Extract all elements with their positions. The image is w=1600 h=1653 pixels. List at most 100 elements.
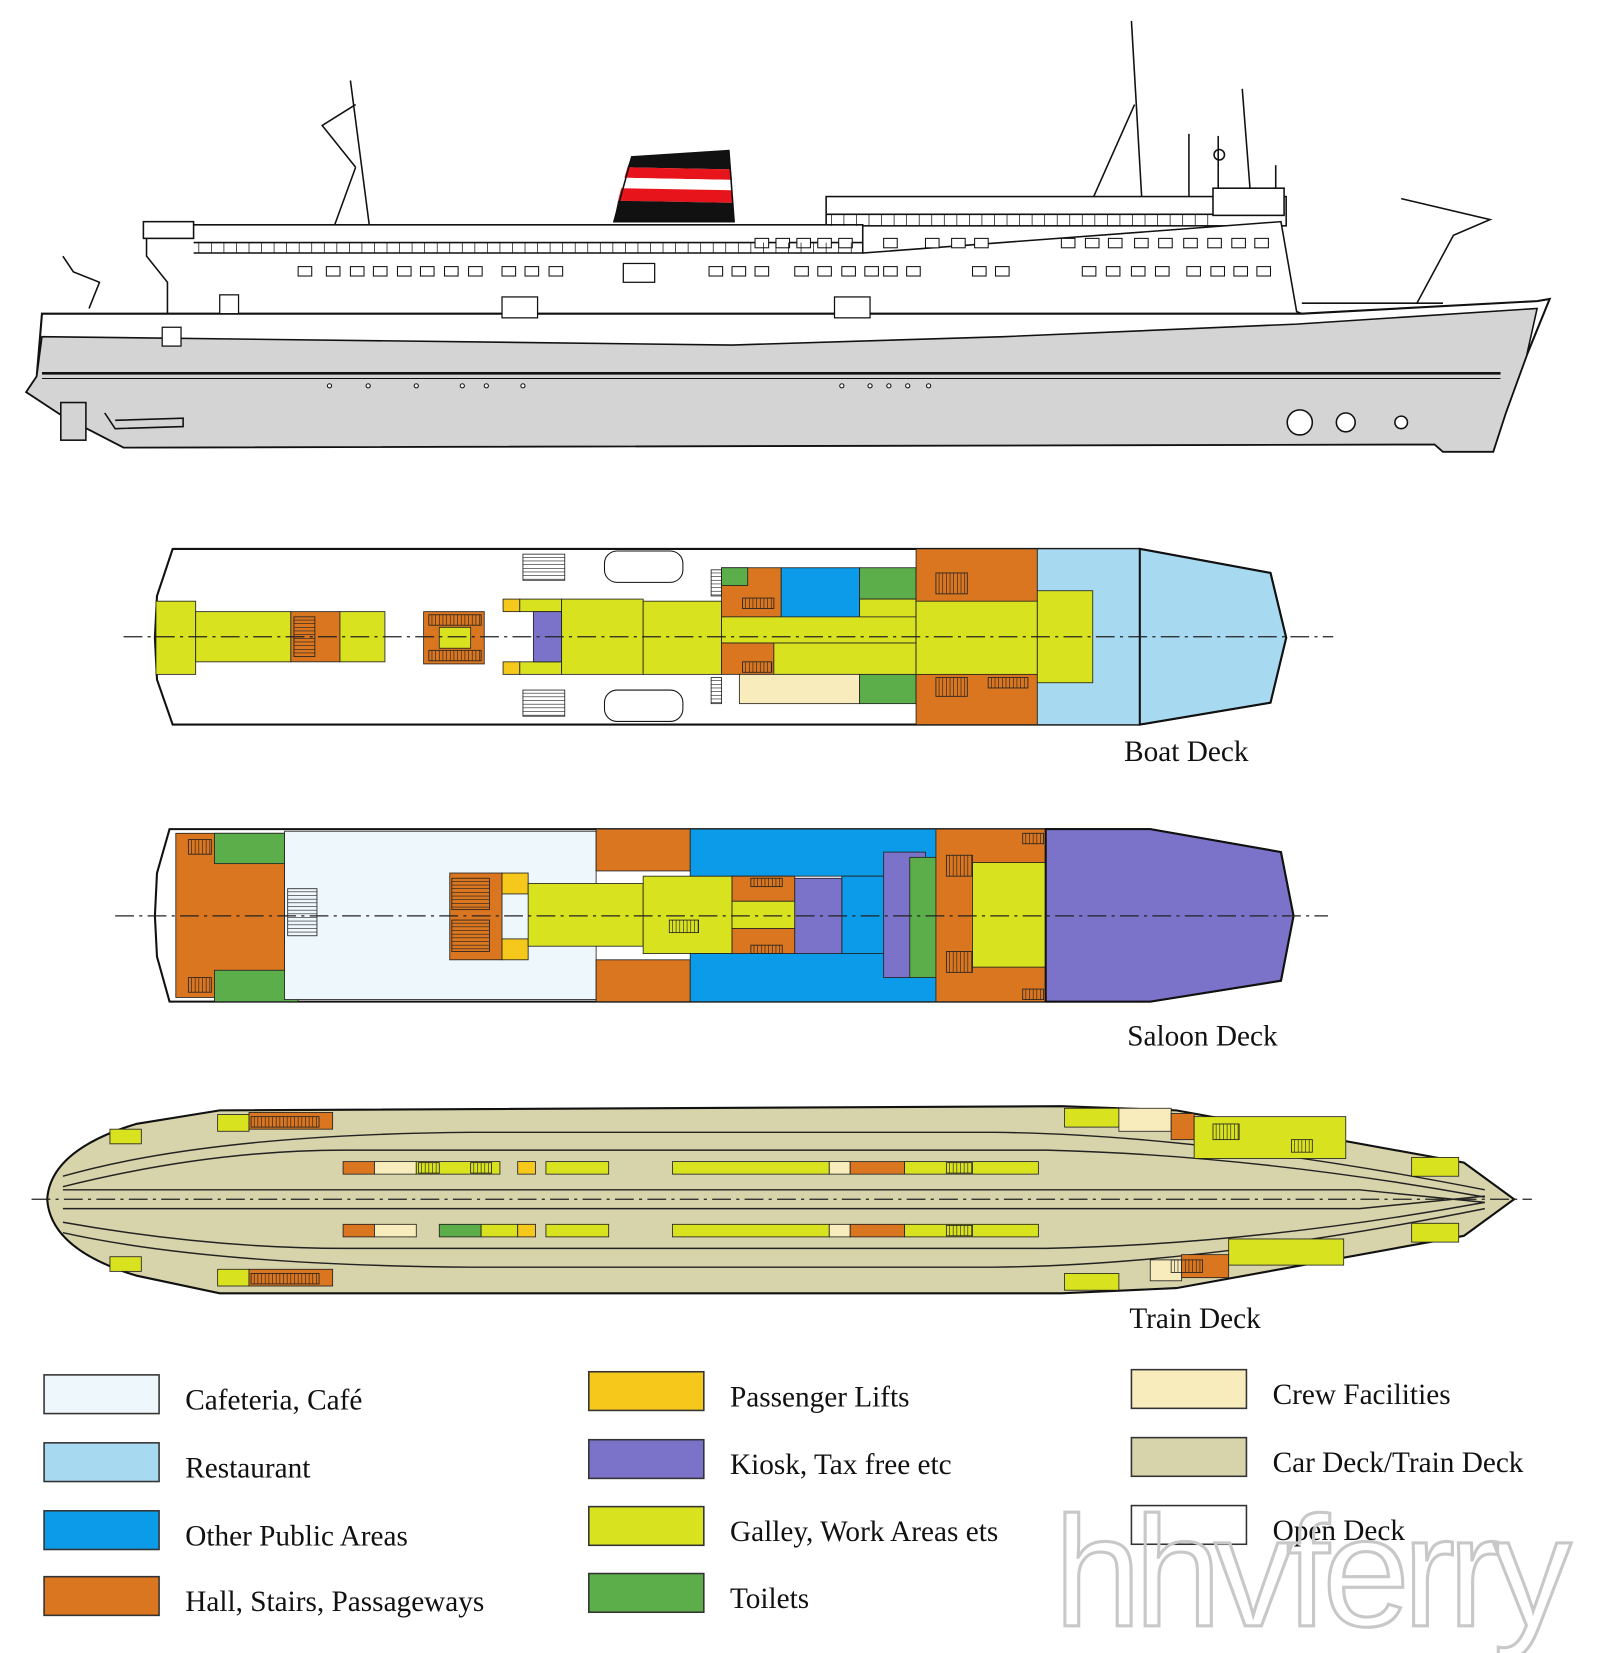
legend-item-public: Other Public Areas: [43, 1510, 408, 1552]
window: [794, 266, 809, 277]
window: [841, 266, 856, 277]
boat-deck-plan: Boat Deck: [123, 547, 1334, 768]
legend-swatch: [43, 1374, 160, 1415]
room-galley: [438, 626, 472, 649]
window: [1254, 237, 1269, 249]
porthole: [520, 383, 526, 389]
hull: [25, 307, 1539, 453]
room-galley: [415, 1161, 501, 1175]
room-galley: [773, 642, 917, 675]
room-galley: [915, 600, 1038, 675]
window: [817, 266, 832, 277]
legend-item-cafe: Cafeteria, Café: [43, 1374, 362, 1416]
legend-swatch: [588, 1370, 705, 1412]
room-lifts: [502, 661, 521, 675]
room-galley: [519, 661, 563, 675]
stairs-icon: [417, 1162, 440, 1174]
window: [951, 237, 966, 249]
legend-label: Restaurant: [185, 1452, 310, 1484]
room-crew: [1118, 1107, 1172, 1132]
window: [372, 266, 388, 277]
stairs-icon: [945, 1224, 973, 1237]
room-lifts: [501, 872, 529, 895]
grille: [219, 294, 240, 315]
legend-label: Hall, Stairs, Passageways: [185, 1586, 484, 1618]
room-galley: [731, 900, 796, 929]
room-galley: [672, 1161, 830, 1175]
legend-item-kiosk: Kiosk, Tax free etc: [588, 1438, 952, 1481]
upper-superstructure: [825, 195, 1287, 227]
stairs-icon: [935, 572, 968, 595]
window: [994, 266, 1010, 277]
window: [468, 266, 483, 277]
stairs-icon: [451, 877, 490, 911]
stairs-icon: [428, 649, 482, 662]
window: [708, 266, 724, 277]
legend-label: Kiosk, Tax free etc: [730, 1449, 952, 1481]
room-hall: [849, 1223, 905, 1238]
room-galley: [217, 1268, 250, 1287]
funnel: [612, 149, 735, 223]
bridge: [1212, 187, 1285, 217]
room-hall: [721, 642, 775, 675]
room-lifts: [502, 598, 521, 613]
room-hall: [731, 928, 796, 954]
legend-swatch: [43, 1442, 160, 1483]
stairs-icon: [250, 1273, 320, 1285]
window: [1158, 237, 1173, 249]
room-galley: [545, 1161, 610, 1175]
legend-label: Other Public Areas: [185, 1520, 408, 1552]
porthole: [413, 383, 419, 389]
porthole: [905, 383, 911, 389]
room-toilets: [859, 567, 917, 600]
bow-thruster: [1286, 409, 1314, 436]
room-galley: [109, 1128, 142, 1145]
stairs-icon: [1212, 1123, 1240, 1141]
legend-label: Passenger Lifts: [730, 1381, 910, 1413]
legend-item-crew: Crew Facilities: [1130, 1368, 1451, 1411]
legend-item-cardeck: Car Deck/Train Deck: [1130, 1436, 1524, 1479]
room-galley: [1411, 1156, 1460, 1177]
stairs-icon: [522, 689, 566, 717]
room-galley: [519, 598, 563, 613]
window: [1154, 266, 1170, 277]
window: [1130, 266, 1146, 277]
porthole: [839, 383, 845, 389]
superstructure: [145, 220, 1303, 315]
room-lifts: [501, 938, 529, 961]
door: [833, 296, 871, 319]
room-hall: [342, 1223, 375, 1238]
window: [548, 266, 564, 277]
stairs-icon: [750, 944, 783, 954]
porthole: [459, 383, 465, 389]
stairs-icon: [742, 597, 775, 609]
window: [1210, 266, 1226, 277]
porthole: [483, 383, 489, 389]
room-galley: [721, 616, 917, 644]
room-galley: [480, 1223, 519, 1238]
legend-swatch: [588, 1505, 705, 1547]
rail-tracks: [62, 1131, 1485, 1268]
window: [731, 266, 747, 277]
deck-label-saloon: Saloon Deck: [1127, 1021, 1278, 1053]
ship-side-profile: [24, 20, 1552, 453]
legend-swatch: [1130, 1368, 1248, 1410]
legend-label: Open Deck: [1273, 1515, 1406, 1547]
room-galley: [642, 600, 723, 675]
window: [501, 266, 517, 277]
window: [796, 237, 811, 249]
stairs-icon: [1290, 1139, 1313, 1153]
window: [883, 266, 898, 277]
rudder: [60, 401, 87, 441]
legend-swatch: [588, 1438, 705, 1480]
stairs-icon: [250, 1116, 320, 1128]
window: [817, 237, 832, 249]
legend-label: Car Deck/Train Deck: [1273, 1447, 1524, 1479]
window: [419, 266, 435, 277]
legend-item-open: Open Deck: [1130, 1504, 1406, 1547]
window: [883, 237, 898, 249]
legend-label: Toilets: [730, 1583, 809, 1615]
room-hall: [595, 828, 691, 872]
window: [1105, 266, 1121, 277]
